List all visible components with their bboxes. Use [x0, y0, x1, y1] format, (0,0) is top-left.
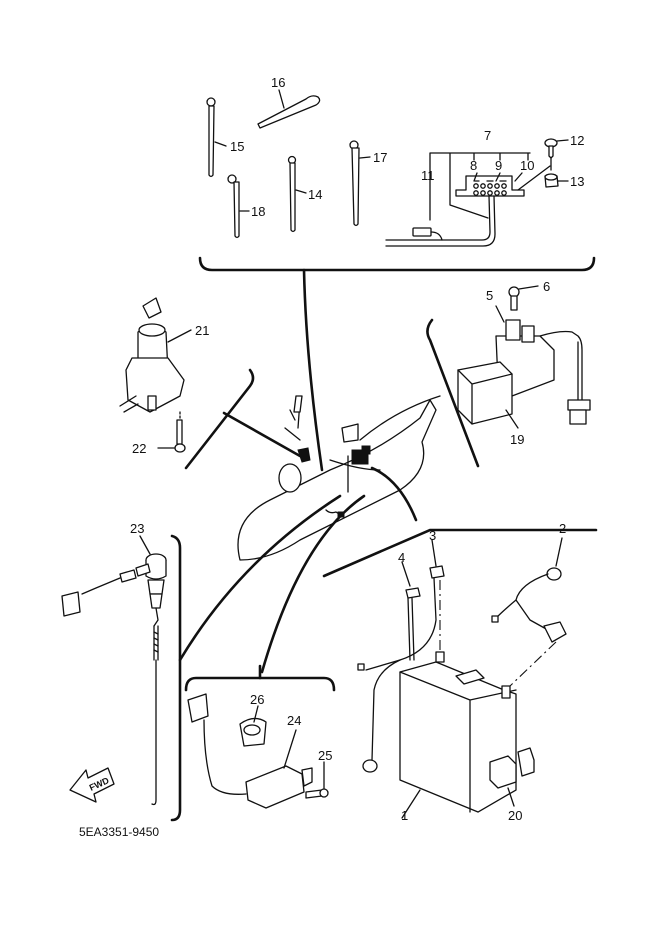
callout-11: 11 — [421, 168, 435, 183]
callout-17: 17 — [373, 150, 387, 165]
sidestand-switch-23 — [61, 535, 167, 806]
cable-tie-14 — [287, 155, 307, 233]
neutral-switch-24 — [187, 693, 313, 809]
top-group-bracket — [198, 256, 596, 472]
fwd-arrow — [69, 767, 115, 803]
callout-15: 15 — [230, 139, 244, 154]
cable-2 — [491, 537, 567, 687]
callout-6: 6 — [543, 279, 550, 294]
screw-22 — [157, 411, 186, 453]
callout-20: 20 — [508, 808, 522, 823]
main-switch-bracket — [184, 368, 302, 470]
callout-5: 5 — [486, 288, 493, 303]
bolt-25 — [305, 761, 329, 799]
callout-26: 26 — [250, 692, 264, 707]
bolt-6 — [508, 285, 539, 311]
wire-harness-7 — [385, 152, 551, 247]
cable-tie-16 — [257, 89, 321, 129]
callout-24: 24 — [287, 713, 301, 728]
motorcycle-outline — [237, 395, 441, 561]
drawing-code: 5EA3351-9450 — [79, 825, 159, 839]
cable-tie-17 — [349, 140, 371, 227]
callout-9: 9 — [495, 158, 502, 173]
battery-1 — [399, 651, 517, 819]
callout-18: 18 — [251, 204, 265, 219]
relay-group-bracket — [426, 318, 480, 468]
callout-25: 25 — [318, 748, 332, 763]
callout-8: 8 — [470, 158, 477, 173]
screw-12 — [544, 138, 569, 171]
cable-tie-18 — [227, 174, 250, 239]
cable-4 — [357, 561, 421, 773]
neutral-switch-bracket — [184, 664, 336, 692]
fuse-row — [473, 183, 507, 196]
callout-12: 12 — [570, 133, 584, 148]
callout-2: 2 — [559, 521, 566, 536]
callout-3: 3 — [429, 528, 436, 543]
callout-14: 14 — [308, 187, 322, 202]
callout-19: 19 — [510, 432, 524, 447]
callout-4: 4 — [398, 550, 405, 565]
main-switch-21 — [119, 297, 192, 413]
callout-7: 7 — [484, 128, 491, 143]
callout-1: 1 — [401, 808, 408, 823]
sidestand-bracket — [170, 534, 182, 822]
relay-19 — [457, 361, 519, 429]
callout-21: 21 — [195, 323, 209, 338]
nut-13 — [544, 173, 569, 188]
callout-22: 22 — [132, 441, 146, 456]
group-leaders — [178, 466, 598, 674]
callout-16: 16 — [271, 75, 285, 90]
callout-23: 23 — [130, 521, 144, 536]
cable-tie-15 — [206, 97, 227, 178]
clamp-26 — [239, 705, 267, 747]
relay-20 — [489, 747, 535, 807]
callout-labels: 1 2 3 4 5 6 7 8 9 10 11 12 13 14 15 16 1… — [130, 75, 584, 823]
callout-10: 10 — [520, 158, 534, 173]
callout-13: 13 — [570, 174, 584, 189]
